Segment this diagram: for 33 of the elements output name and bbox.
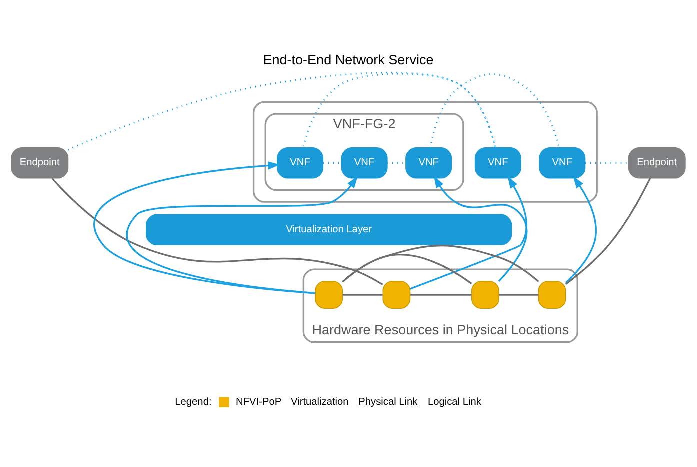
node-box [382,280,411,308]
connector [499,294,539,296]
connector [410,294,472,296]
node-box: VNF [474,146,522,178]
node-box: Endpoint [11,146,69,178]
node-box [315,280,343,308]
diagram-title: End-to-End Network Service [263,52,434,68]
node-box: VNF [539,146,586,178]
arrow [127,176,358,294]
legend-label: Logical Link [428,396,482,408]
node-box [472,280,500,308]
node-box: VNF [341,146,388,178]
connector [52,178,384,285]
legend-label: NFVI-PoP [236,396,282,408]
arrow [565,176,597,283]
connector [430,72,560,148]
legend-label: Virtualization [291,396,349,408]
arrow [434,176,528,282]
label: Legend: [175,396,212,408]
cluster: Hardware Resources in Physical Locations [302,268,578,343]
connector [565,177,652,285]
cluster [252,100,598,202]
connector [302,72,496,148]
node-box: Endpoint [628,146,686,178]
node-box: VNF [277,146,324,178]
node-box [538,280,566,308]
node-box: Virtualization Layer [146,214,512,246]
arrow [410,176,528,290]
legend-label: Physical Link [358,396,418,408]
connector [68,71,496,150]
connector [342,244,540,282]
node-box: VNF [406,146,452,178]
connector [342,294,383,296]
